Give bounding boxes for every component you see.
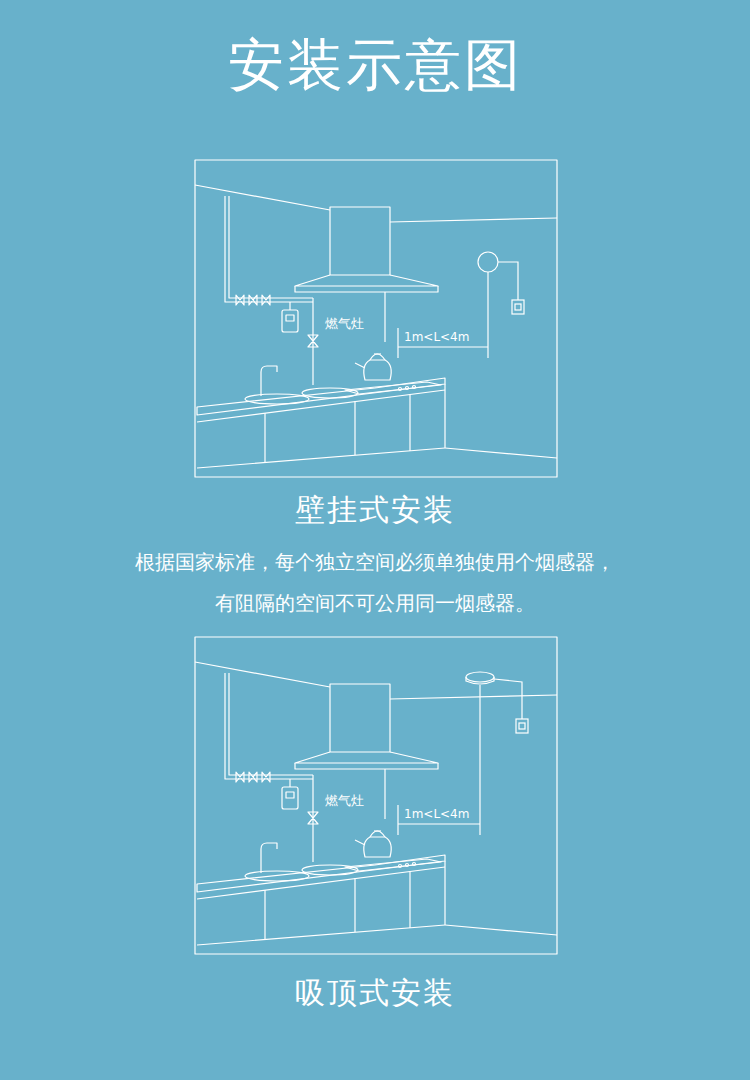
page-title: 安装示意图 [0, 30, 750, 100]
section-caption: 壁挂式安装 [0, 490, 750, 530]
dimension-label: 1m<L<4m [402, 807, 471, 821]
note-line: 有阻隔的空间不可公用同一烟感器。 [0, 589, 750, 617]
stove-label: 燃气灶 [325, 793, 364, 809]
dimension-label: 1m<L<4m [402, 330, 471, 344]
note-line: 根据国家标准，每个独立空间必须单独使用个烟感器， [0, 548, 750, 576]
stove-label: 燃气灶 [325, 316, 364, 332]
section-caption: 吸顶式安装 [0, 973, 750, 1013]
